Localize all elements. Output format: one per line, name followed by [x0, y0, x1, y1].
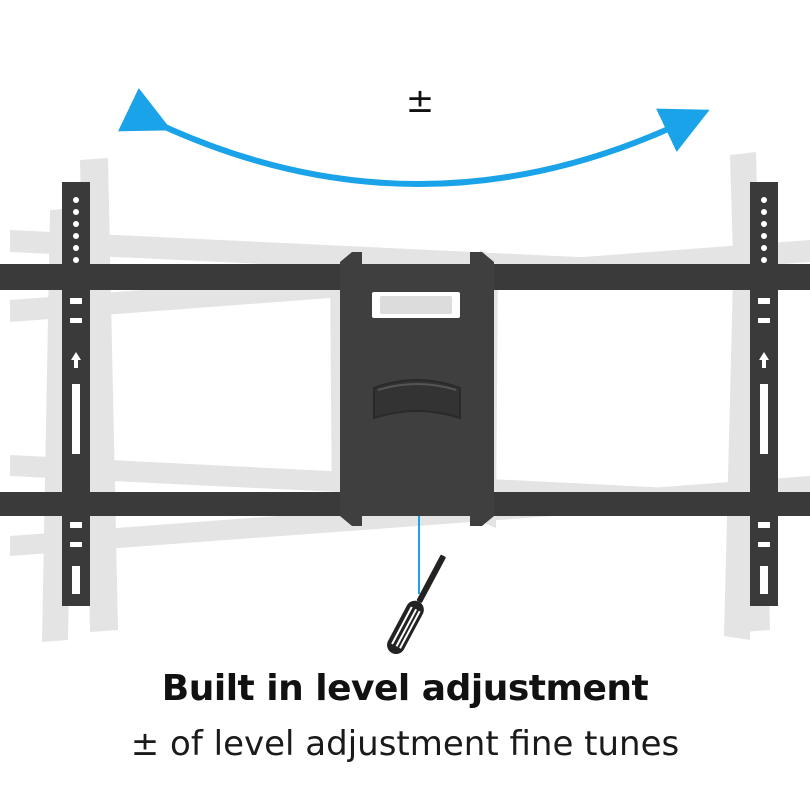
screwdriver-icon: [387, 554, 446, 655]
double-arrow-icon: [118, 88, 710, 187]
center-wall-plate: [340, 252, 494, 526]
subline: ± of level adjustment fine tunes: [130, 724, 680, 764]
left-vertical-bracket: [62, 182, 90, 606]
right-vertical-bracket: [750, 182, 778, 606]
adjust-symbol: ±: [405, 81, 435, 121]
headline: Built in level adjustment: [161, 668, 649, 709]
